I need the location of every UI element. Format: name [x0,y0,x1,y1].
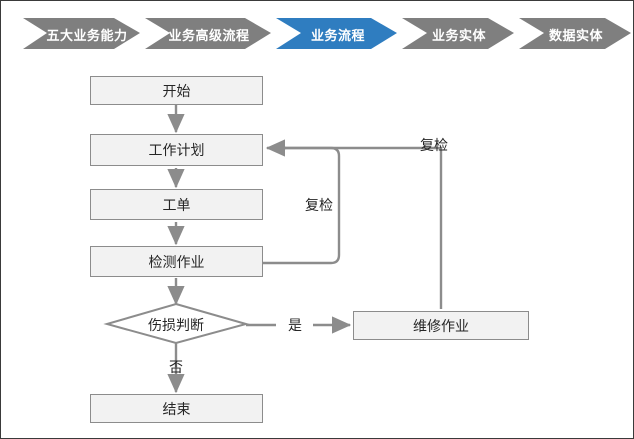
node-repair-label: 维修作业 [413,318,469,335]
node-start-label: 开始 [162,83,191,100]
edge-label-recheck-inner: 复检 [305,198,333,214]
node-end[interactable]: 结束 [90,394,263,423]
decision-diamond-shape [103,302,250,345]
node-start[interactable]: 开始 [90,76,263,105]
breadcrumb-chevron-0[interactable] [23,18,140,49]
breadcrumb-chevron-4[interactable] [519,18,631,49]
node-workplan[interactable]: 工作计划 [90,134,263,166]
node-end-label: 结束 [162,401,191,418]
node-workorder-label: 工单 [162,197,191,214]
node-workplan-label: 工作计划 [148,143,205,159]
edge-label-yes: 是 [288,318,302,334]
connector-recheck-outer [273,146,443,309]
breadcrumb-chevrons [23,18,631,49]
node-repair[interactable]: 维修作业 [353,311,529,340]
node-inspect-label: 检测作业 [148,254,205,271]
breadcrumb-chevron-3[interactable] [402,18,514,49]
breadcrumb-chevron-2[interactable] [276,18,397,49]
edge-label-recheck-outer: 复检 [420,138,448,154]
edge-label-no: 否 [169,360,183,376]
node-inspect[interactable]: 检测作业 [90,246,263,277]
node-workorder[interactable]: 工单 [90,189,263,220]
breadcrumb-chevron-1[interactable] [145,18,271,49]
